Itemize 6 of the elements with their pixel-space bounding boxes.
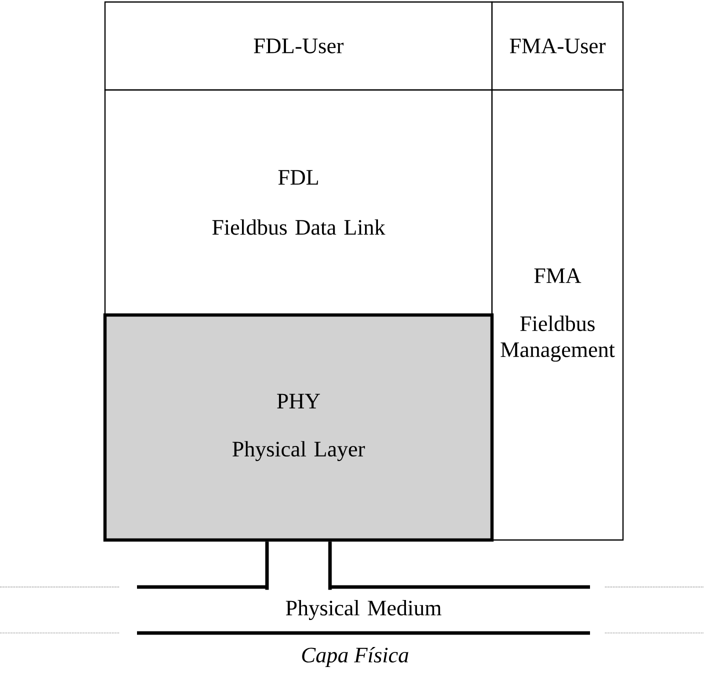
medium-label: Physical Medium [286,600,442,620]
connector-line [265,542,269,590]
connector-line [328,542,332,590]
caption: Capa Física [302,647,408,667]
layer-box: FMA-User [491,1,624,91]
layer-box: PHY Physical Layer [103,313,494,542]
